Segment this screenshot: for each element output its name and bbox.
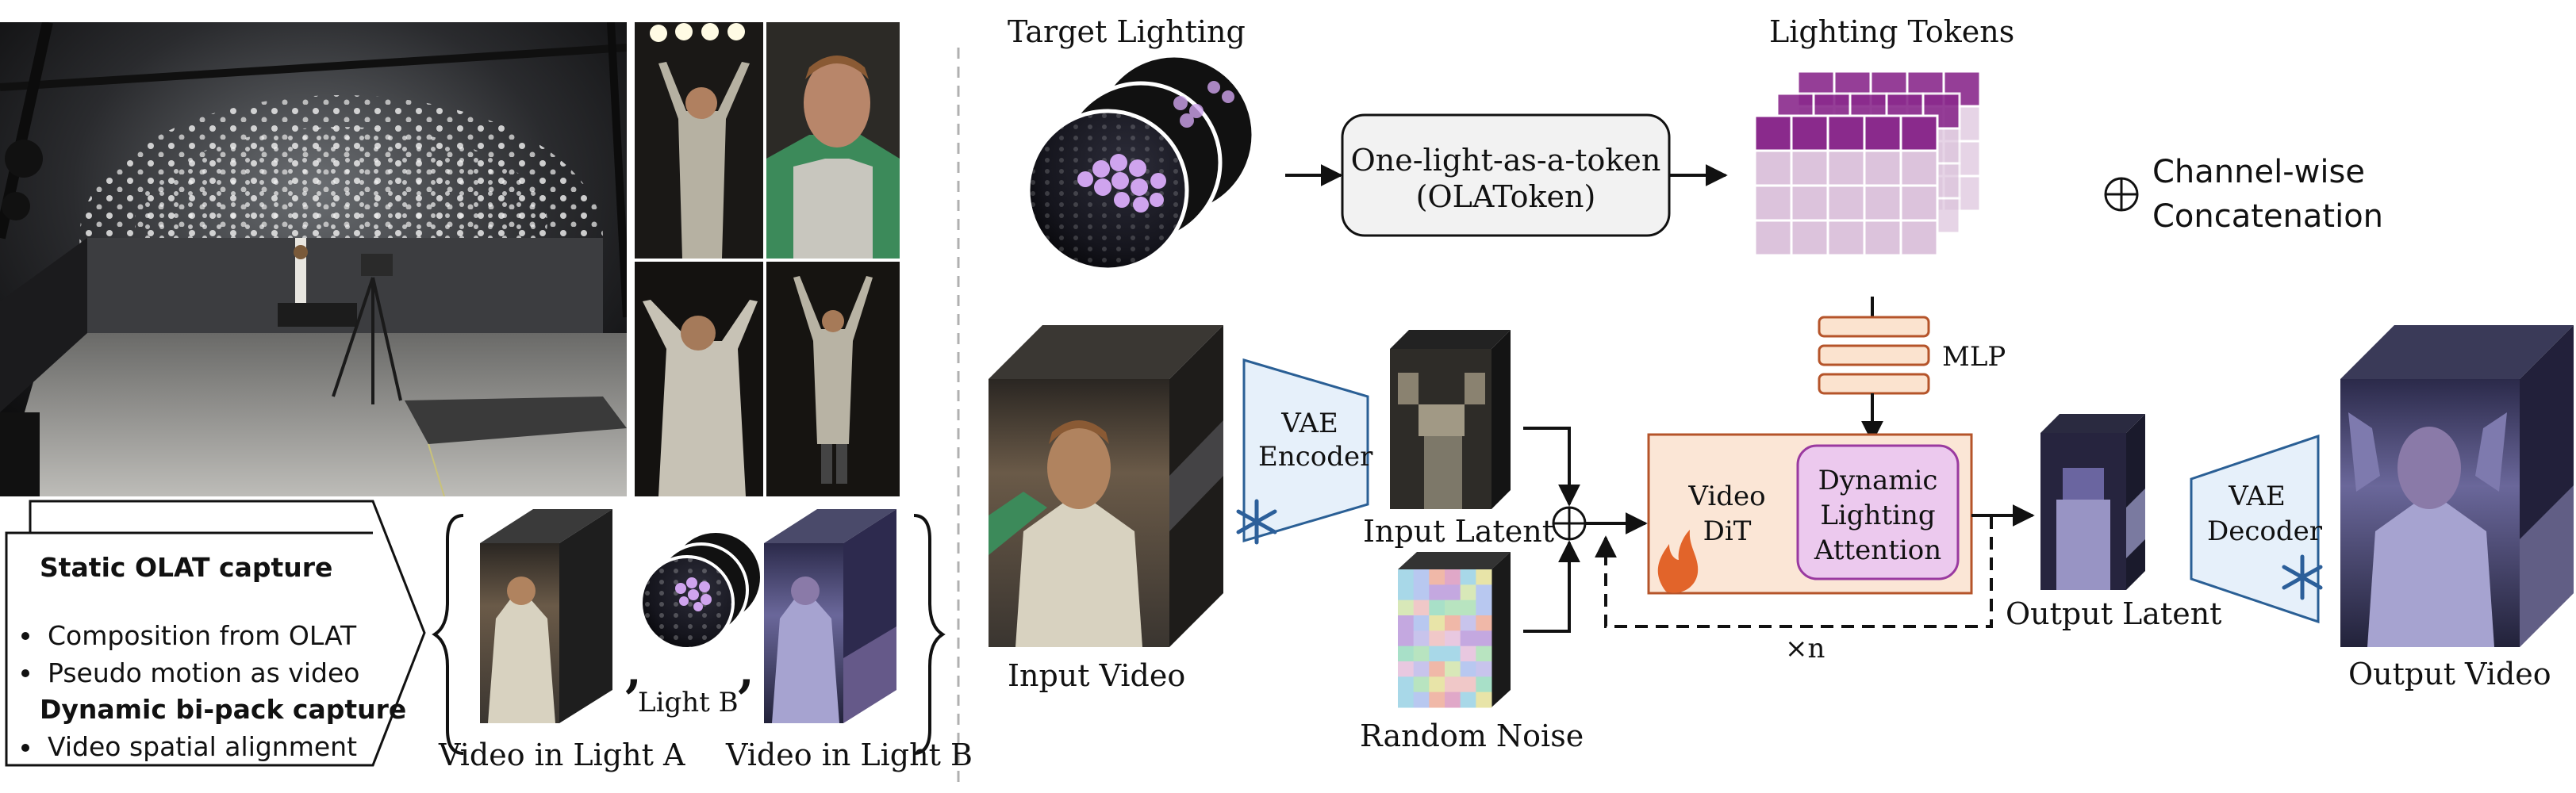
label-random-noise: Random Noise xyxy=(1360,718,1584,753)
concat-symbol xyxy=(2104,177,2139,212)
concat-line2: Concatenation xyxy=(2152,198,2384,235)
label-light-b: Light B xyxy=(638,687,739,718)
input-latent-cube xyxy=(1390,330,1511,509)
static-olat-heading: Static OLAT capture xyxy=(40,552,333,583)
vae-decoder xyxy=(2190,434,2320,624)
dynamic-lighting-attention xyxy=(1796,444,1960,580)
bullet-composition: Composition from OLAT xyxy=(48,620,357,651)
bullet-pseudo-motion: Pseudo motion as video xyxy=(48,657,360,688)
arrow-latent-to-plus xyxy=(1523,427,1580,507)
vae-encoder-line2: Encoder xyxy=(1258,441,1373,473)
output-video-cube xyxy=(2340,325,2574,647)
capture-arrow xyxy=(5,500,426,767)
label-output-video: Output Video xyxy=(2348,657,2551,691)
vae-decoder-line1: VAE xyxy=(2229,481,2286,512)
label-target-lighting: Target Lighting xyxy=(1008,14,1246,49)
dla-line3: Attention xyxy=(1814,534,1942,566)
dynamic-bipack-heading: Dynamic bi-pack capture xyxy=(40,694,407,725)
comma-1: , xyxy=(625,643,642,699)
arrow-noise-to-plus xyxy=(1523,540,1580,633)
video-dit-line1: Video xyxy=(1688,481,1766,512)
studio-photo xyxy=(0,22,627,496)
olatoken-line2: (OLAToken) xyxy=(1415,179,1596,214)
label-output-latent: Output Latent xyxy=(2006,596,2222,631)
dit-flame-icon xyxy=(1657,530,1699,593)
olat-crops xyxy=(635,22,900,496)
random-noise-cube xyxy=(1398,552,1511,708)
dla-line2: Lighting xyxy=(1820,500,1936,531)
left-brace xyxy=(432,514,464,755)
output-latent-cube xyxy=(2040,414,2145,590)
dla-line1: Dynamic xyxy=(1818,465,1938,496)
video-cube-a xyxy=(480,509,612,723)
encoder-snowflake-icon xyxy=(1236,499,1277,545)
label-video-light-b: Video in Light B xyxy=(726,737,973,772)
label-lighting-tokens: Lighting Tokens xyxy=(1769,14,2015,49)
label-mlp: MLP xyxy=(1942,341,2006,373)
concat-line1: Channel-wise xyxy=(2152,154,2365,190)
label-input-latent: Input Latent xyxy=(1363,514,1555,549)
vae-decoder-line2: Decoder xyxy=(2207,515,2323,547)
label-video-light-a: Video in Light A xyxy=(439,737,685,772)
input-video-cube xyxy=(989,325,1223,647)
bullet-spatial-alignment: Video spatial alignment xyxy=(48,731,358,762)
vae-encoder xyxy=(1242,358,1369,543)
target-lighting-spheres xyxy=(1026,53,1256,272)
video-dit-line2: DiT xyxy=(1703,515,1752,547)
label-times-n: ×n xyxy=(1785,633,1825,665)
vae-encoder-line1: VAE xyxy=(1281,408,1338,439)
mlp-block xyxy=(1818,316,1930,395)
right-brace xyxy=(913,514,946,755)
lighting-token-grids xyxy=(1753,70,1982,257)
decoder-snowflake-icon xyxy=(2282,554,2323,600)
comma-2: , xyxy=(738,643,754,699)
concat-plus xyxy=(1552,506,1587,541)
olatoken-line1: One-light-as-a-token xyxy=(1350,143,1661,178)
light-b-spheres xyxy=(639,530,763,650)
video-cube-b xyxy=(764,509,896,723)
loop-arrow xyxy=(1595,514,1993,628)
label-input-video: Input Video xyxy=(1008,658,1186,693)
